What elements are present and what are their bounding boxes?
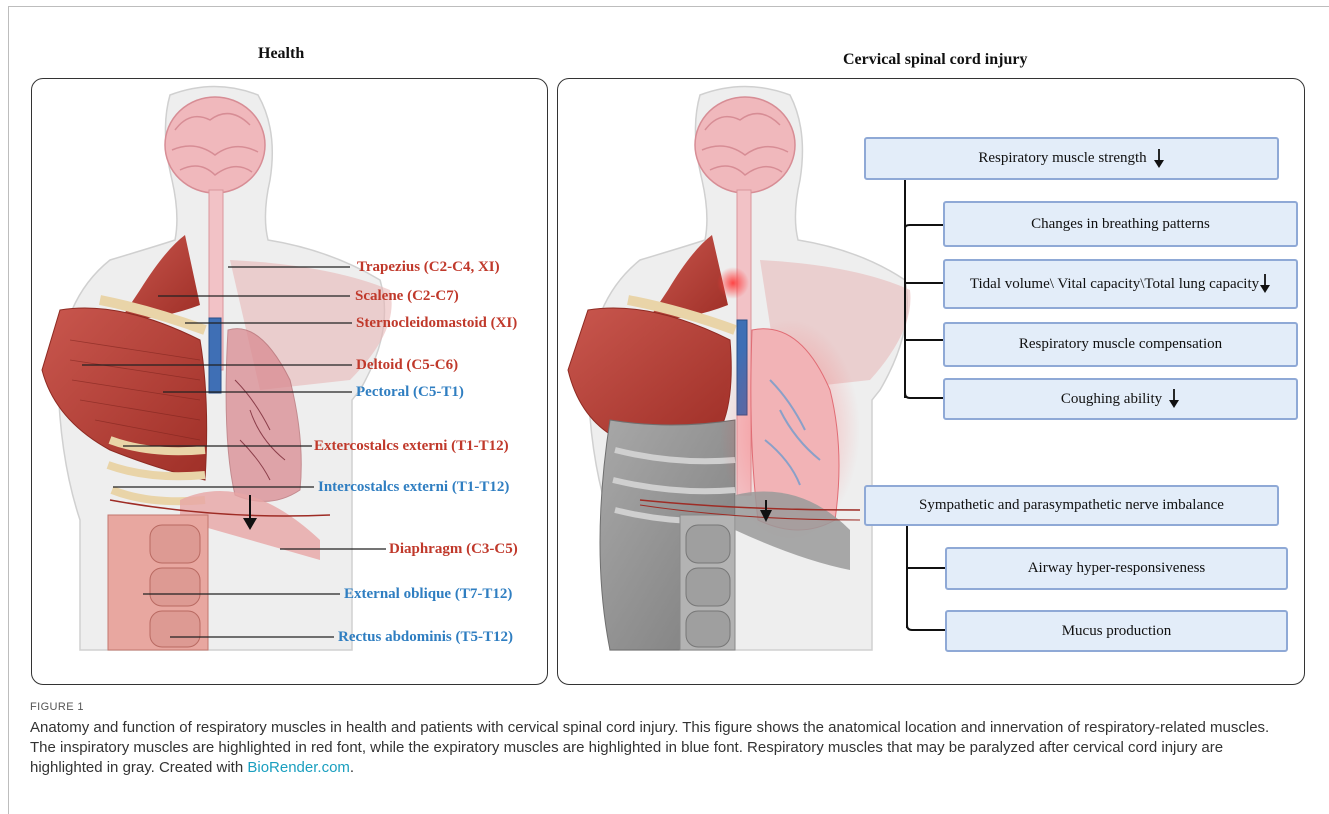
box-mucus-production: Mucus production <box>945 610 1288 652</box>
health-body <box>42 87 392 651</box>
box-nerve-imbalance: Sympathetic and parasympathetic nerve im… <box>864 485 1279 526</box>
box-lung-volumes: Tidal volume\ Vital capacity\Total lung … <box>943 259 1298 309</box>
box-muscle-compensation: Respiratory muscle compensation <box>943 322 1298 367</box>
box-text: Mucus production <box>1062 623 1172 640</box>
label-trapezius: Trapezius (C2-C4, XI) <box>357 258 500 276</box>
decrease-arrow-icon <box>1168 389 1180 409</box>
box-text: Tidal volume\ Vital capacity\Total lung … <box>970 276 1259 293</box>
label-diaphragm: Diaphragm (C3-C5) <box>389 540 518 558</box>
box-text: Sympathetic and parasympathetic nerve im… <box>919 497 1224 514</box>
label-deltoid: Deltoid (C5-C6) <box>356 356 458 374</box>
label-intercostales: Intercostalcs externi (T1-T12) <box>318 478 509 496</box>
label-scalene: Scalene (C2-C7) <box>355 287 459 305</box>
sci-body <box>568 87 911 651</box>
box-text: Respiratory muscle compensation <box>1019 336 1222 353</box>
box-text: Respiratory muscle strength <box>978 150 1146 167</box>
label-external-oblique: External oblique (T7-T12) <box>344 585 512 603</box>
figure-label: FIGURE 1 <box>30 701 84 713</box>
box-airway-hyper-responsiveness: Airway hyper-responsiveness <box>945 547 1288 590</box>
label-sternocleidomastoid: Sternocleidomastoid (XI) <box>356 314 517 332</box>
tree-connectors <box>905 178 945 630</box>
box-respiratory-muscle-strength: Respiratory muscle strength <box>864 137 1279 180</box>
caption-end: . <box>350 759 354 776</box>
decrease-arrow-icon <box>1259 274 1271 294</box>
box-breathing-patterns: Changes in breathing patterns <box>943 201 1298 247</box>
box-text: Airway hyper-responsiveness <box>1028 560 1206 577</box>
box-text: Changes in breathing patterns <box>1031 216 1210 233</box>
label-rectus-abdominis: Rectus abdominis (T5-T12) <box>338 628 513 646</box>
label-pectoral: Pectoral (C5-T1) <box>356 383 464 401</box>
label-extercostales: Extercostalcs externi (T1-T12) <box>314 437 509 455</box>
caption-text: Anatomy and function of respiratory musc… <box>30 719 1269 776</box>
biorender-link[interactable]: BioRender.com <box>247 759 350 776</box>
decrease-arrow-icon <box>1153 149 1165 169</box>
figure-caption: Anatomy and function of respiratory musc… <box>30 718 1290 778</box>
box-coughing-ability: Coughing ability <box>943 378 1298 420</box>
box-text: Coughing ability <box>1061 391 1162 408</box>
